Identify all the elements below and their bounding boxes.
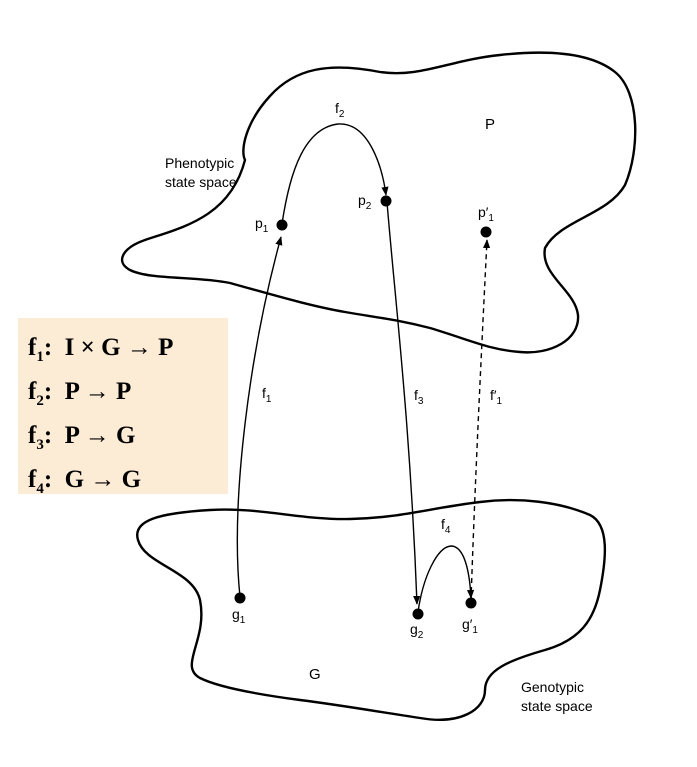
point-g1-prime <box>465 597 477 609</box>
genotypic-caption-line2: state space <box>521 698 593 714</box>
legend-f4-sub: 4 <box>36 481 44 497</box>
point-p1 <box>276 219 288 231</box>
label-f1-prime-base: f′ <box>490 387 497 403</box>
label-p1: p1 <box>255 215 269 235</box>
label-f4: f4 <box>441 516 451 536</box>
label-f2-sub: 2 <box>339 109 345 120</box>
label-f3-base: f <box>414 387 418 403</box>
genotypic-space-letter: G <box>309 666 321 683</box>
arrow-f4 <box>417 545 475 613</box>
arrow-f1 <box>236 236 283 598</box>
label-f4-base: f <box>441 516 445 532</box>
label-g1: g1 <box>232 606 246 626</box>
label-p1-prime-sub: 1 <box>488 213 494 224</box>
genotypic-space-outline <box>136 498 607 721</box>
phenotypic-space-outline <box>120 51 637 354</box>
label-f3-sub: 3 <box>418 396 424 407</box>
label-f1-base: f <box>262 385 266 401</box>
label-p2-base: p <box>358 192 366 208</box>
label-g1-sub: 1 <box>240 615 246 626</box>
legend-f3-base: f <box>28 422 37 449</box>
legend-f3-rule: : P → G <box>43 422 136 449</box>
point-g2 <box>412 608 424 620</box>
label-p1-sub: 1 <box>263 224 269 235</box>
phenotypic-caption-line1: Phenotypic <box>165 155 234 171</box>
phenotypic-space-letter: P <box>485 116 495 133</box>
legend-f1-sub: 1 <box>36 349 44 365</box>
phenotypic-caption-line2: state space <box>165 174 237 190</box>
label-f2-base: f <box>335 100 339 116</box>
genotypic-caption-line1: Genotypic <box>521 679 584 695</box>
label-p2-sub: 2 <box>366 201 372 212</box>
label-g1-prime: g′1 <box>462 616 478 636</box>
legend-row-f3: f3: P → G <box>28 414 228 458</box>
legend-row-f4: f4: G → G <box>28 458 228 502</box>
legend-f2-base: f <box>28 378 37 405</box>
arrow-f1-prime <box>470 239 491 602</box>
label-p1-prime-base: p′ <box>478 204 489 220</box>
label-g2: g2 <box>410 621 424 641</box>
label-g2-base: g <box>410 621 418 637</box>
arrow-f3 <box>386 201 421 605</box>
legend-f1-rule: : I × G → P <box>43 334 174 361</box>
label-p1-prime: p′1 <box>478 204 494 224</box>
label-f1: f1 <box>262 385 272 405</box>
mapping-legend: f1: I × G → P f2: P → P f3: P → G f4: G … <box>18 318 228 497</box>
point-p1-prime <box>480 226 492 238</box>
label-f2: f2 <box>335 100 345 120</box>
point-g1 <box>234 592 246 604</box>
label-g1-prime-base: g′ <box>462 616 473 632</box>
label-g2-sub: 2 <box>418 630 424 641</box>
label-p2: p2 <box>358 192 372 212</box>
label-f4-sub: 4 <box>445 525 451 536</box>
legend-row-f1: f1: I × G → P <box>28 326 228 370</box>
label-f1-prime-sub: 1 <box>497 396 503 407</box>
point-p2 <box>380 195 392 207</box>
legend-f2-rule: : P → P <box>43 378 132 405</box>
label-f3: f3 <box>414 387 424 407</box>
label-g1-base: g <box>232 606 240 622</box>
label-g1-prime-sub: 1 <box>472 625 478 636</box>
legend-f4-rule: : G → G <box>43 466 142 493</box>
label-p1-base: p <box>255 215 263 231</box>
label-f1-sub: 1 <box>266 394 272 405</box>
legend-row-f2: f2: P → P <box>28 370 228 414</box>
arrow-f2 <box>281 123 389 225</box>
legend-f1-base: f <box>28 334 37 361</box>
legend-f2-sub: 2 <box>36 393 44 409</box>
label-f1-prime: f′1 <box>490 387 503 407</box>
legend-f3-sub: 3 <box>36 437 44 453</box>
legend-f4-base: f <box>28 466 37 493</box>
